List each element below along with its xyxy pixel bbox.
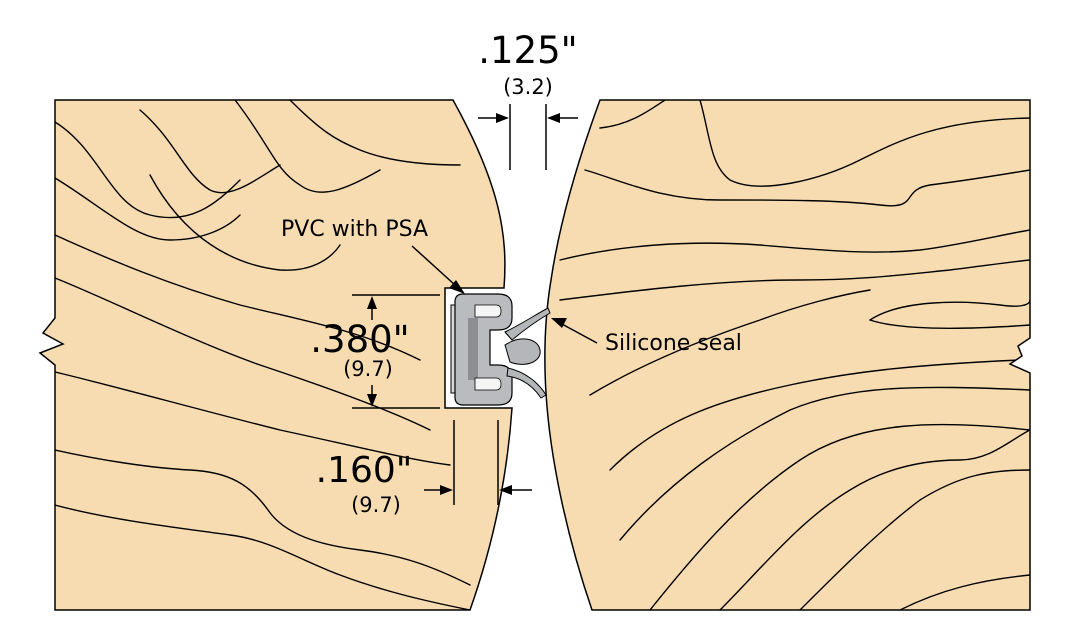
silicone-loop: [504, 338, 541, 365]
depth-dimension: .160" (9.7): [316, 420, 532, 517]
pvc-slot-top: [474, 304, 502, 318]
pvc-slot-bottom: [474, 377, 502, 391]
left-wood-board: [38, 99, 513, 611]
left-board-outline: [38, 99, 513, 611]
height-dimension-primary: .380": [310, 318, 409, 361]
depth-arrowhead-left: [440, 485, 453, 495]
depth-dimension-primary: .160": [316, 450, 413, 491]
gap-dimension-primary: .125": [478, 29, 577, 72]
silicone-leader-line: [559, 322, 598, 344]
pvc-leader-arrowhead: [449, 280, 465, 294]
right-board-outline: [544, 99, 1031, 611]
pvc-leader-line: [411, 245, 456, 286]
silicone-leader-arrowhead: [551, 318, 567, 328]
gap-arrowhead-right: [547, 113, 560, 123]
pvc-label: PVC with PSA: [281, 217, 428, 242]
depth-dimension-metric: (9.7): [351, 493, 401, 517]
pvc-callout: PVC with PSA: [281, 217, 465, 294]
gap-dimension: .125" (3.2): [478, 29, 578, 170]
height-arrowhead-top: [367, 296, 377, 309]
silicone-fin-lower: [506, 367, 547, 399]
left-wood-grain: [54, 100, 471, 610]
right-wood-board: [544, 99, 1031, 611]
height-dimension: .380" (9.7): [310, 294, 440, 409]
gap-arrowhead-left: [496, 113, 509, 123]
right-wood-grain: [559, 100, 1030, 610]
pvc-profile: [450, 293, 513, 406]
silicone-callout: Silicone seal: [551, 318, 742, 356]
silicone-fin-upper: [504, 307, 551, 341]
silicone-seal: [504, 307, 551, 399]
height-arrowhead-bottom: [367, 394, 377, 407]
pvc-core: [468, 318, 478, 380]
gap-dimension-metric: (3.2): [503, 75, 553, 99]
silicone-label: Silicone seal: [605, 331, 742, 356]
depth-arrowhead-right: [499, 485, 512, 495]
height-dimension-metric: (9.7): [343, 357, 393, 381]
